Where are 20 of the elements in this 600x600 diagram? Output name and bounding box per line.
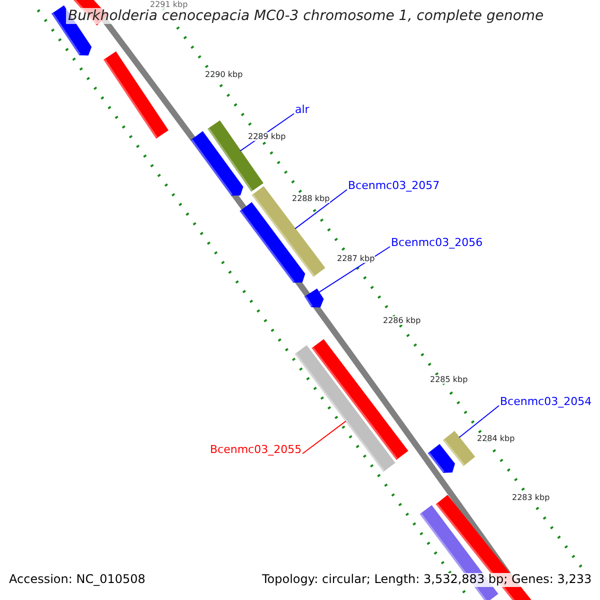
scale-label: 2285 kbp	[430, 375, 468, 384]
genome-info-text: Topology: circular; Length: 3,532,883 bp; Genes: 3,233	[262, 573, 592, 587]
gene-bar	[442, 430, 476, 466]
gene-label: alr	[295, 104, 310, 117]
gene-label: Bcenmc03_2055	[210, 444, 302, 457]
gene-label: Bcenmc03_2054	[500, 396, 592, 409]
gene-label: Bcenmc03_2056	[391, 237, 483, 250]
scale-label: 2283 kbp	[512, 493, 550, 502]
leader-line	[458, 405, 500, 438]
leader-line	[294, 189, 348, 230]
leader-line	[302, 420, 346, 454]
scale-label: 2288 kbp	[292, 194, 330, 204]
scale-label: 2291 kbp	[150, 0, 188, 10]
gene-bar	[304, 288, 324, 308]
leader-line	[318, 246, 390, 293]
gene-label: Bcenmc03_2057	[348, 180, 440, 193]
title: Burkholderia cenocepacia MC0-3 chromosome 1, complete genome	[66, 8, 546, 24]
accession-text: Accession: NC_010508	[9, 573, 146, 587]
scale-label: 2289 kbp	[248, 132, 286, 142]
scale-label: 2290 kbp	[205, 70, 243, 80]
